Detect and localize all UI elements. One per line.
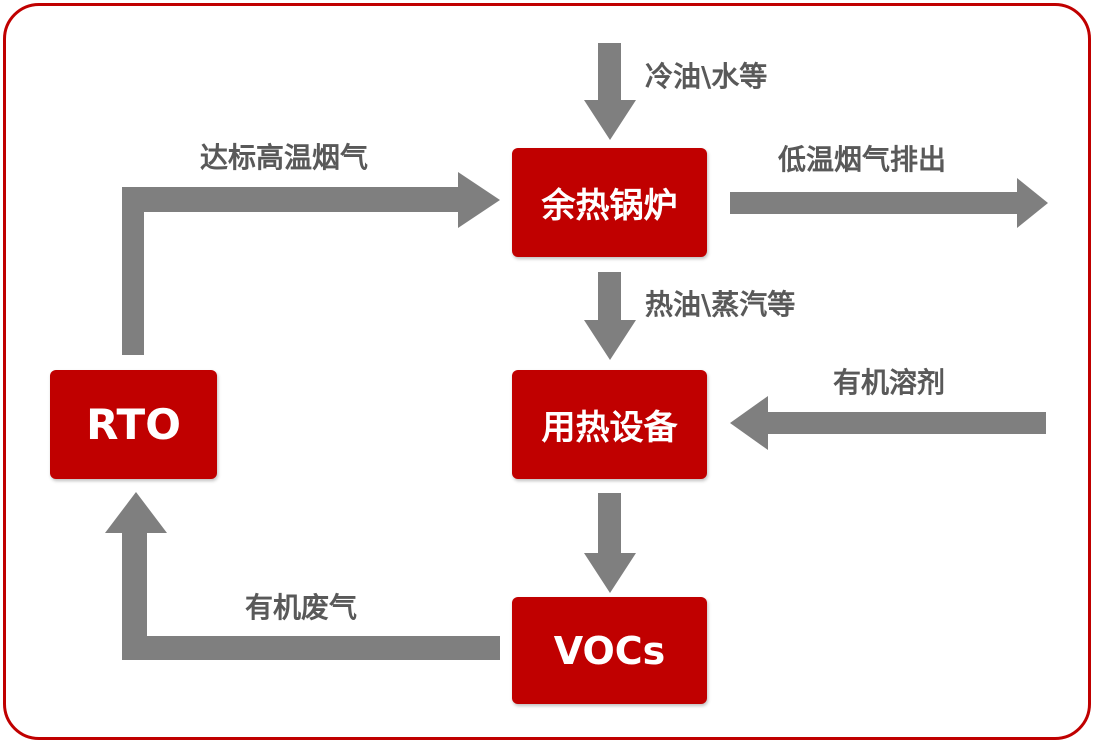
arrow-low-temp-exhaust — [730, 178, 1048, 228]
arrow-cold-oil-water — [584, 43, 636, 140]
node-rto: RTO — [50, 370, 217, 479]
arrow-equipment-to-vocs — [584, 493, 636, 593]
arrow-hot-oil-steam — [584, 272, 636, 360]
arrow-organic-waste-gas — [105, 492, 500, 660]
label-organic-solvent: 有机溶剂 — [833, 366, 946, 399]
label-organic-waste-gas: 有机废气 — [245, 591, 358, 624]
node-vocs: VOCs — [512, 597, 707, 704]
arrow-organic-solvent — [730, 396, 1046, 450]
label-low-temp-exhaust: 低温烟气排出 — [778, 143, 947, 176]
node-heat-equipment: 用热设备 — [512, 370, 707, 479]
label-cold-oil-water: 冷油\水等 — [645, 60, 768, 93]
node-boiler: 余热锅炉 — [512, 148, 707, 257]
label-qualified-hot-gas: 达标高温烟气 — [200, 141, 369, 174]
label-hot-oil-steam: 热油\蒸汽等 — [645, 288, 796, 321]
arrow-qualified-hot-gas — [122, 172, 500, 355]
diagram-frame — [3, 3, 1091, 740]
